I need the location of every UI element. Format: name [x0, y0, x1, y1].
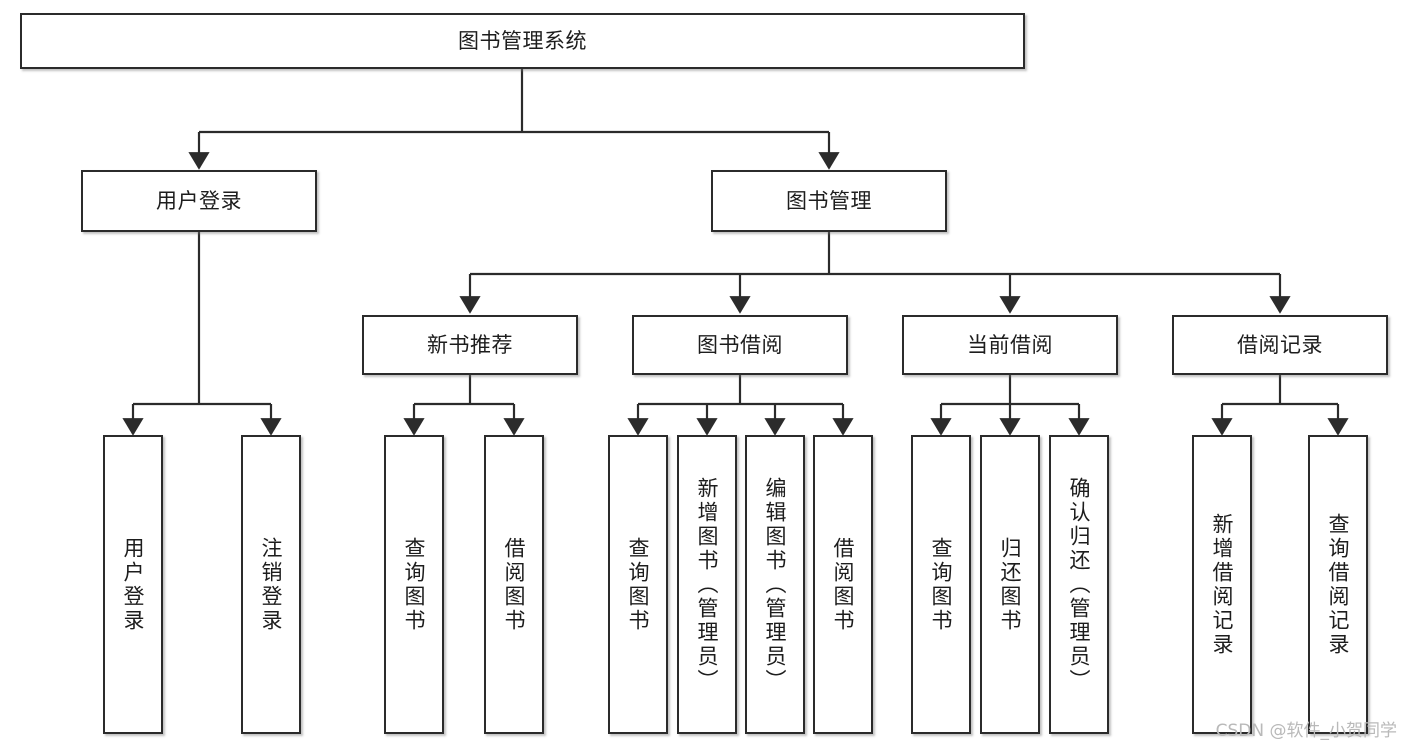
node-label: 编辑图书（管理员） — [763, 476, 788, 693]
node-label: 用户登录 — [156, 188, 242, 213]
node-label: 查询图书 — [929, 536, 954, 633]
node-label: 查询借阅记录 — [1326, 512, 1351, 657]
node-label: 图书借阅 — [697, 332, 783, 357]
node-leaf-add-borrow-record[interactable]: 新增借阅记录 — [1192, 435, 1252, 734]
node-leaf-return-book[interactable]: 归还图书 — [980, 435, 1040, 734]
node-label: 查询图书 — [402, 536, 427, 633]
node-user-login[interactable]: 用户登录 — [81, 170, 317, 232]
node-label: 图书管理 — [786, 188, 872, 213]
node-leaf-edit-book-admin[interactable]: 编辑图书（管理员） — [745, 435, 805, 734]
node-label: 当前借阅 — [967, 332, 1053, 357]
node-leaf-query-borrow-record[interactable]: 查询借阅记录 — [1308, 435, 1368, 734]
node-label: 新书推荐 — [427, 332, 513, 357]
node-root-book-management-system[interactable]: 图书管理系统 — [20, 13, 1025, 69]
node-book-borrow[interactable]: 图书借阅 — [632, 315, 848, 375]
node-leaf-logout[interactable]: 注销登录 — [241, 435, 301, 734]
node-leaf-current-query-book[interactable]: 查询图书 — [911, 435, 971, 734]
node-leaf-add-book-admin[interactable]: 新增图书（管理员） — [677, 435, 737, 734]
node-label: 用户登录 — [121, 536, 146, 633]
node-label: 注销登录 — [259, 536, 284, 633]
node-label: 借阅图书 — [831, 536, 856, 633]
node-leaf-borrow-query-book[interactable]: 查询图书 — [608, 435, 668, 734]
node-label: 借阅记录 — [1237, 332, 1323, 357]
node-label: 查询图书 — [626, 536, 651, 633]
node-leaf-user-login[interactable]: 用户登录 — [103, 435, 163, 734]
node-label: 新增借阅记录 — [1210, 512, 1235, 657]
node-borrow-record[interactable]: 借阅记录 — [1172, 315, 1388, 375]
node-leaf-recommend-borrow-book[interactable]: 借阅图书 — [484, 435, 544, 734]
node-label: 确认归还（管理员） — [1067, 476, 1092, 693]
node-label: 图书管理系统 — [458, 28, 587, 53]
node-label: 借阅图书 — [502, 536, 527, 633]
node-leaf-borrow-book[interactable]: 借阅图书 — [813, 435, 873, 734]
node-new-book-recommendation[interactable]: 新书推荐 — [362, 315, 578, 375]
node-label: 归还图书 — [998, 536, 1023, 633]
node-label: 新增图书（管理员） — [695, 476, 720, 693]
node-current-borrow[interactable]: 当前借阅 — [902, 315, 1118, 375]
node-leaf-confirm-return-admin[interactable]: 确认归还（管理员） — [1049, 435, 1109, 734]
node-leaf-recommend-query-book[interactable]: 查询图书 — [384, 435, 444, 734]
node-book-management[interactable]: 图书管理 — [711, 170, 947, 232]
